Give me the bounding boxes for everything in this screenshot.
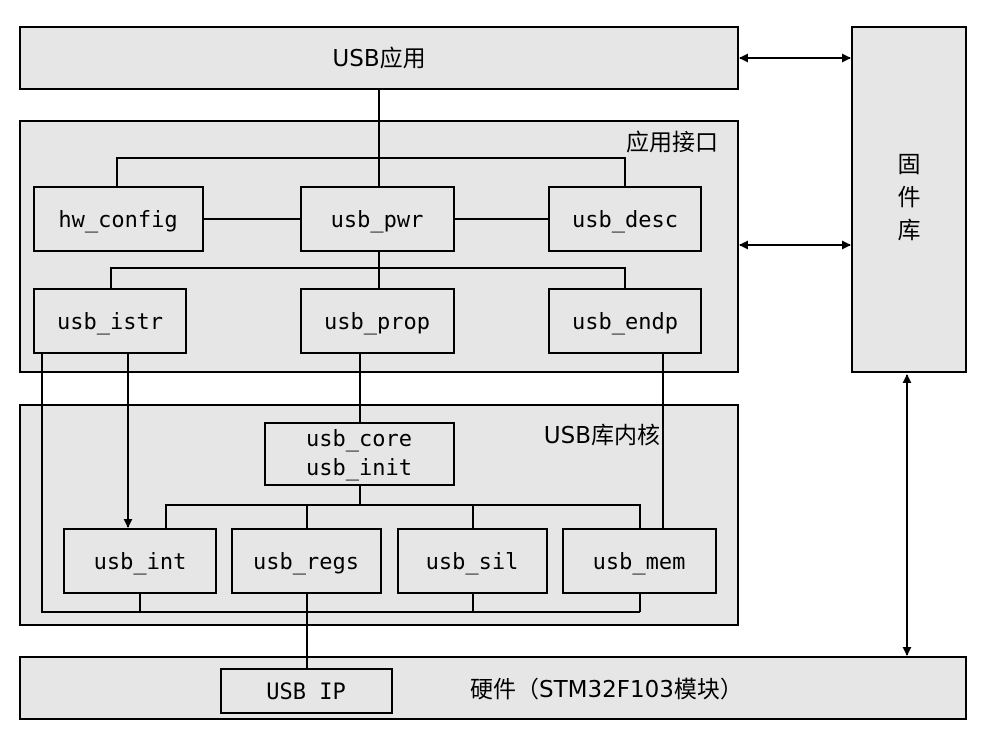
usb-prop-label: usb_prop [324, 310, 430, 335]
usb-ip-box [220, 668, 393, 714]
usb-endp-label: usb_endp [572, 310, 678, 335]
usb-app-label: USB应用 [332, 46, 425, 72]
usb-pwr-label: usb_pwr [331, 208, 424, 233]
hardware-label: 硬件（STM32F103模块） [470, 677, 743, 703]
usb-prop-box [300, 288, 455, 354]
hardware-layer [19, 656, 967, 720]
usb-istr-box [33, 288, 187, 354]
usb-desc-label: usb_desc [572, 208, 678, 233]
usb-int-box [63, 528, 217, 594]
usb-core-label: usb_core [306, 427, 412, 452]
usb-sil-box [397, 528, 548, 594]
usb-regs-label: usb_regs [253, 550, 359, 575]
usb-init-label: usb_init [306, 456, 412, 481]
usb-desc-box [548, 186, 702, 252]
usb-core-init-box [264, 422, 455, 486]
firmware-lib-box [851, 26, 967, 373]
firmware-lib-label-2: 件 [898, 185, 921, 211]
usb-mem-box [562, 528, 717, 594]
usb-sil-label: usb_sil [426, 550, 519, 575]
hw-config-label: hw_config [58, 208, 177, 233]
usb-mem-label: usb_mem [593, 550, 686, 575]
firmware-lib-label-1: 固 [898, 152, 921, 178]
usb-istr-label: usb_istr [57, 310, 163, 335]
usb-int-label: usb_int [94, 550, 187, 575]
connector-lines [41, 89, 664, 669]
usb-regs-box [231, 528, 382, 594]
usb-ip-label: USB IP [266, 680, 345, 705]
app-interface-label: 应用接口 [626, 130, 718, 156]
usb-app-layer [19, 26, 739, 90]
usb-lib-core-label: USB库内核 [544, 423, 660, 449]
usb-pwr-box [300, 186, 455, 252]
usb-endp-box [548, 288, 702, 354]
firmware-lib-label-3: 库 [898, 218, 921, 244]
hw-config-box [33, 186, 204, 252]
